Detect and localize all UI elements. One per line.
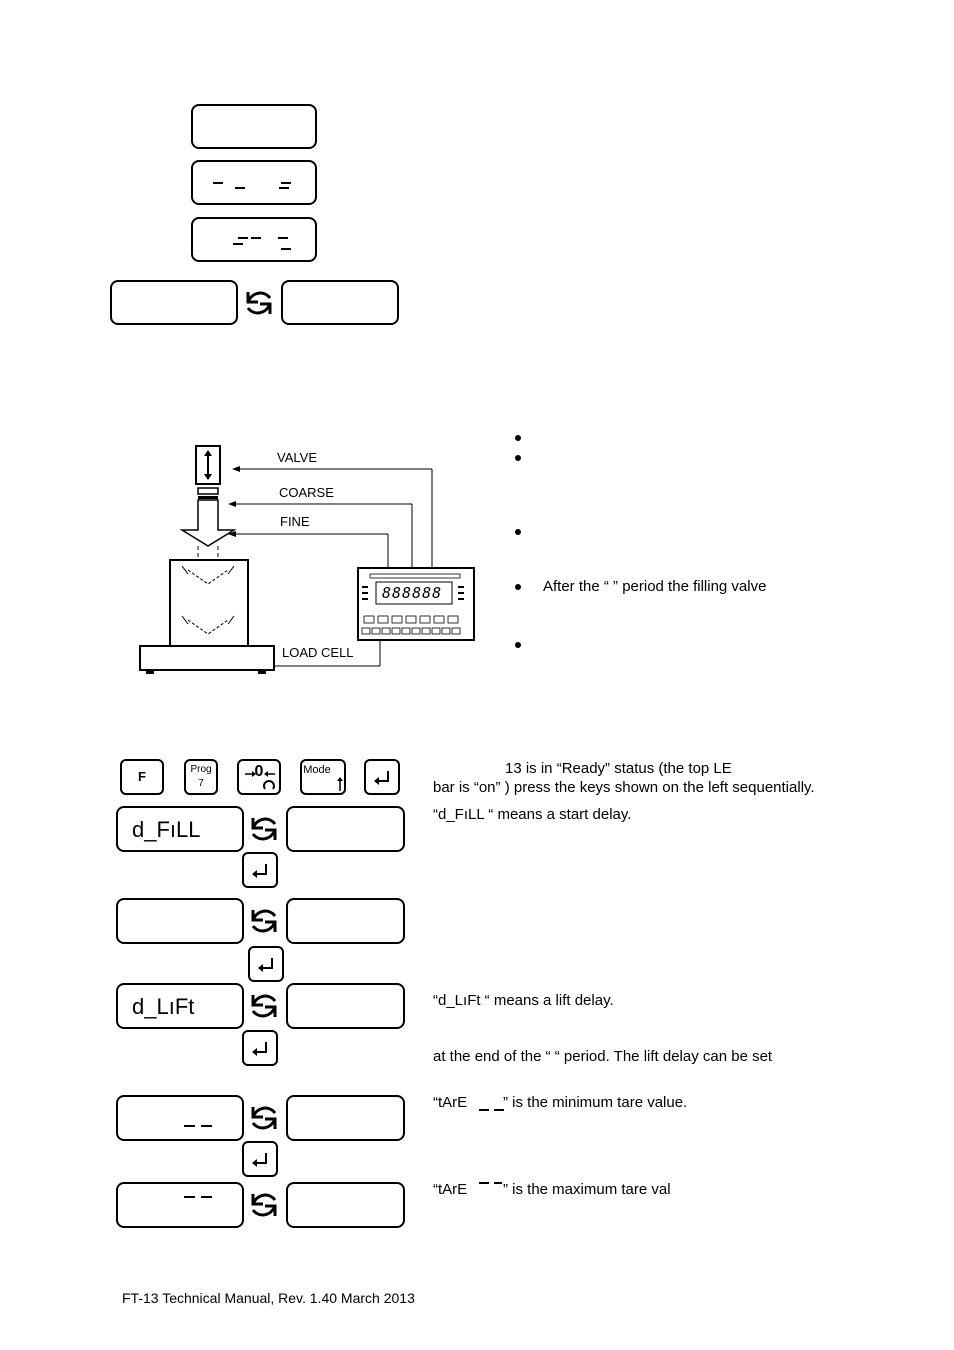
ready-line-1: 13 is in “Ready” status (the top LE (505, 760, 732, 777)
lift-end-text: at the end of the “ “ period. The lift d… (433, 1048, 773, 1065)
display-box-6 (116, 898, 244, 944)
display-box-2 (191, 160, 317, 205)
segment-mark (279, 187, 289, 189)
coarse-label: COARSE (279, 485, 334, 500)
segment-mark (479, 1109, 489, 1111)
alternate-icon (246, 291, 272, 315)
display-box-1 (191, 104, 317, 149)
enter-icon (252, 864, 267, 878)
mode-key[interactable]: Mode (300, 759, 346, 795)
segment-mark (235, 187, 245, 189)
load-cell-label: LOAD CELL (282, 645, 354, 660)
segment-mark (201, 1125, 212, 1127)
display-box-4 (110, 280, 238, 325)
tare-min-display (116, 1095, 244, 1141)
d-lift-description: “d_LıFt “ means a lift delay. (433, 992, 614, 1009)
d-fill-value-display (286, 806, 405, 852)
segment-mark (238, 237, 248, 239)
segment-mark (278, 237, 288, 239)
enter-icon (252, 1042, 267, 1056)
bullet (515, 584, 521, 590)
segment-mark (479, 1182, 489, 1184)
f-key[interactable]: F (120, 759, 164, 795)
zero-arrows-icon (245, 771, 275, 790)
enter-icon (258, 958, 273, 972)
valve-label: VALVE (277, 450, 317, 465)
enter-key[interactable] (364, 759, 400, 795)
tare-max-value-display (286, 1182, 405, 1228)
bullet (515, 642, 521, 648)
tare-max-display (116, 1182, 244, 1228)
enter-icon (252, 1153, 267, 1167)
segment-mark (281, 248, 291, 250)
alternate-icon (251, 1106, 277, 1130)
tare-min-suffix: ” is the minimum tare value. (503, 1094, 688, 1111)
tare-min-prefix: “tArE (433, 1094, 468, 1111)
enter-icon (374, 771, 389, 785)
segment-mark (213, 182, 223, 184)
d-fill-display: d_FıLL (116, 806, 244, 852)
indicator-digits: 888888 (382, 584, 443, 602)
bullet (515, 529, 521, 535)
filling-diagram (139, 445, 475, 674)
display-box-5 (281, 280, 399, 325)
enter-key[interactable] (242, 852, 278, 888)
segment-mark (494, 1109, 504, 1111)
segment-mark (281, 182, 291, 184)
display-box-3 (191, 217, 317, 262)
page-footer: FT-13 Technical Manual, Rev. 1.40 March … (122, 1290, 415, 1306)
bullet (515, 455, 521, 461)
enter-key[interactable] (242, 1030, 278, 1066)
ready-line-2: bar is “on” ) press the keys shown on th… (433, 779, 815, 796)
d-fill-description: “d_FıLL “ means a start delay. (433, 806, 632, 823)
prog-key[interactable]: Prog 7 (184, 759, 218, 795)
tare-max-prefix: “tArE (433, 1181, 468, 1198)
d-fill-display-text: d_FıLL (132, 817, 201, 842)
segment-mark (184, 1196, 195, 1198)
d-lift-display: d_LıFt (116, 983, 244, 1029)
tare-min-value-display (286, 1095, 405, 1141)
arrow-up-icon (337, 777, 343, 791)
alternate-icon (251, 994, 277, 1018)
zero-key[interactable]: 0 (237, 759, 281, 795)
alternate-icon (251, 1193, 277, 1217)
tare-max-suffix: ” is the maximum tare val (503, 1181, 671, 1198)
display-box-7 (286, 898, 405, 944)
bullet-after-text: After the “ ” period the filling valve (543, 578, 767, 595)
segment-mark (494, 1182, 502, 1184)
enter-key[interactable] (242, 1141, 278, 1177)
enter-key[interactable] (248, 946, 284, 982)
alternate-icon (251, 817, 277, 841)
segment-mark (251, 237, 261, 239)
bullet (515, 435, 521, 441)
alternate-icon (251, 909, 277, 933)
segment-mark (201, 1196, 212, 1198)
segment-mark (233, 243, 243, 245)
segment-mark (184, 1125, 195, 1127)
d-lift-value-display (286, 983, 405, 1029)
fine-label: FINE (280, 514, 310, 529)
d-lift-display-text: d_LıFt (132, 994, 195, 1019)
